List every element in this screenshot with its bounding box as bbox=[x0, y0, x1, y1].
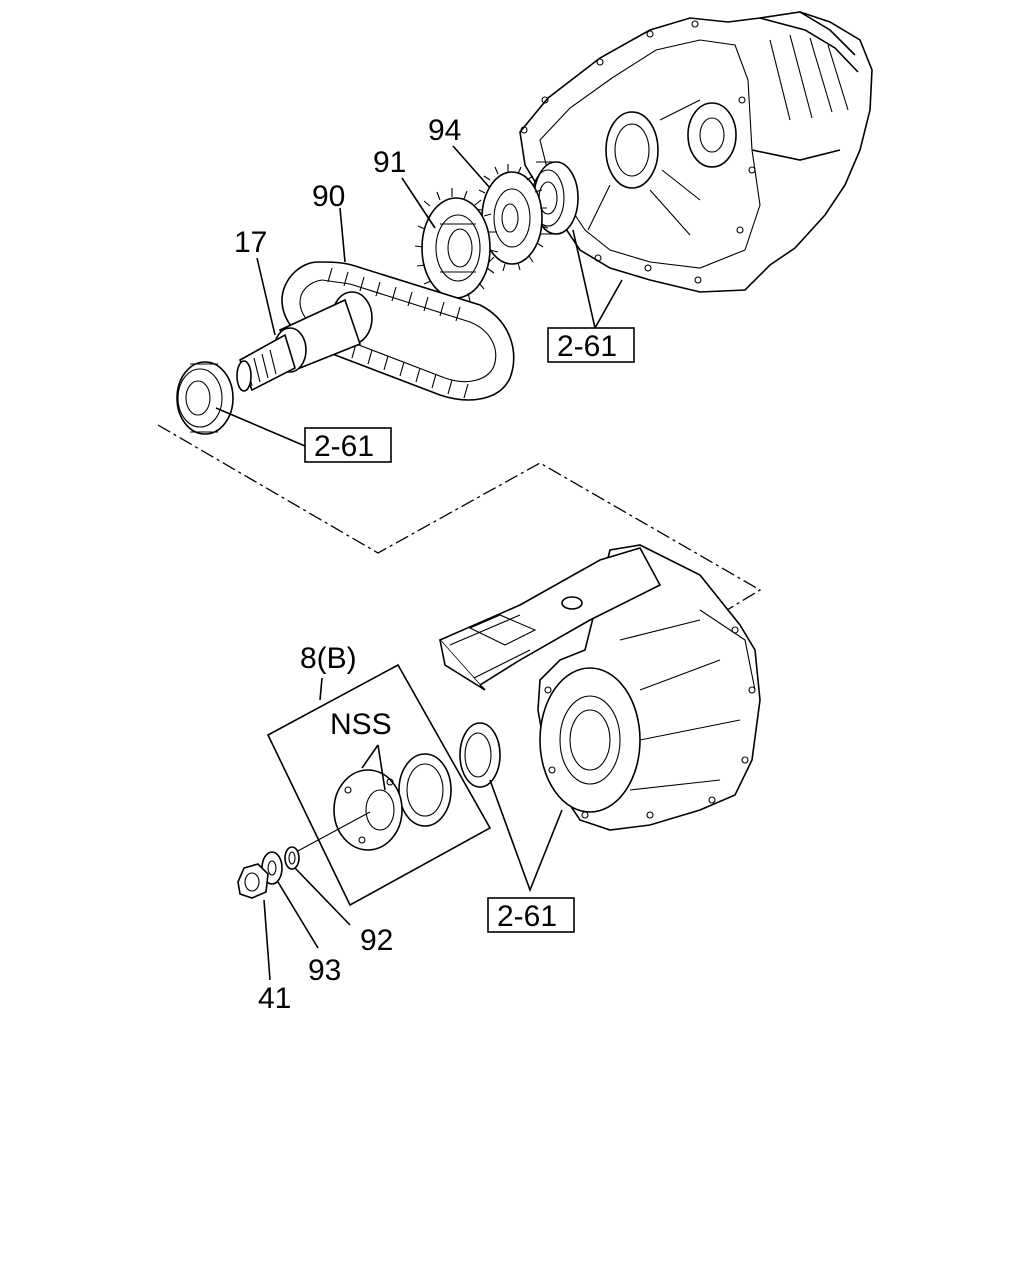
callout-91: 91 bbox=[373, 146, 406, 179]
ref-label: 2-61 bbox=[314, 430, 374, 463]
ref-box-upper-right[interactable]: 2-61 bbox=[547, 327, 635, 363]
callout-17: 17 bbox=[234, 226, 267, 259]
callout-41: 41 bbox=[258, 982, 291, 1015]
callout-8b: 8(B) bbox=[300, 642, 357, 675]
callout-nss: NSS bbox=[330, 708, 392, 741]
leader-lines bbox=[215, 145, 623, 981]
callout-93: 93 bbox=[308, 954, 341, 987]
callout-94: 94 bbox=[428, 114, 461, 147]
ref-label: 2-61 bbox=[497, 900, 557, 933]
shaft-17 bbox=[236, 291, 373, 392]
callout-90: 90 bbox=[312, 180, 345, 213]
ref-box-lower[interactable]: 2-61 bbox=[487, 897, 575, 933]
front-case-housing bbox=[438, 544, 761, 831]
rear-case-housing bbox=[519, 11, 873, 293]
ref-box-upper-left[interactable]: 2-61 bbox=[304, 427, 392, 463]
phantom-line-assembly bbox=[157, 424, 762, 611]
kit-bracket-8b bbox=[266, 663, 492, 907]
flange-8b bbox=[295, 753, 452, 853]
callout-92: 92 bbox=[360, 924, 393, 957]
bearing-upper-left bbox=[176, 361, 234, 435]
nut-41 bbox=[237, 863, 269, 899]
ref-label: 2-61 bbox=[557, 330, 617, 363]
oil-seal-lower bbox=[459, 722, 501, 788]
washer-92 bbox=[284, 846, 300, 870]
